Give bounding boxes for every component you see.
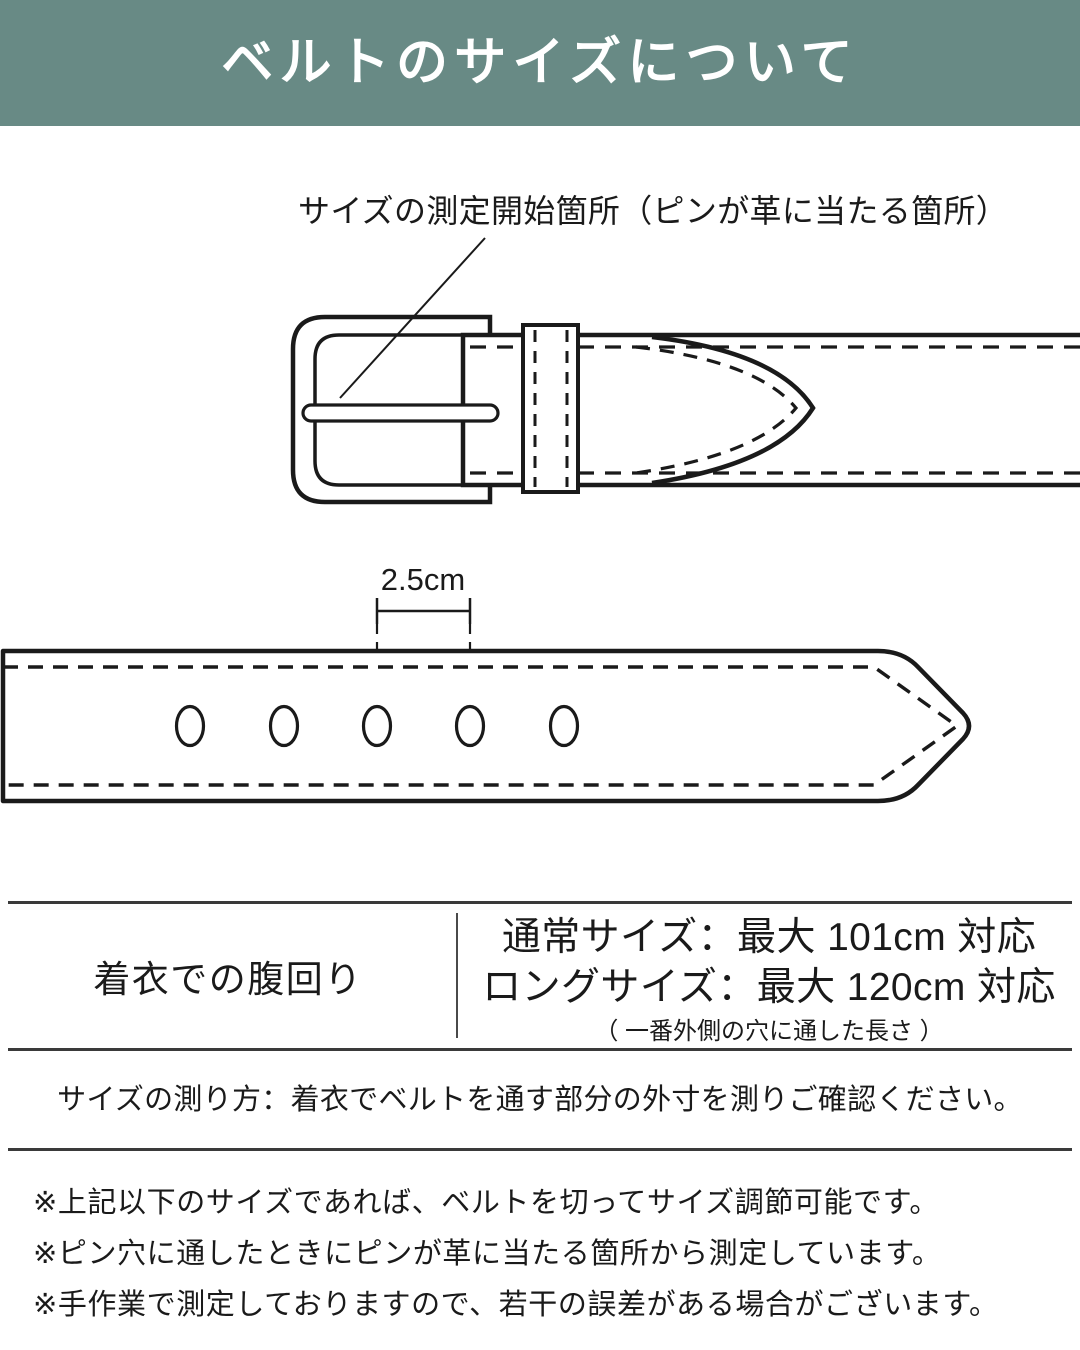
header-banner: ベルトのサイズについて: [0, 0, 1080, 126]
buckle-frame: [290, 314, 493, 505]
belt-keeper: [521, 323, 580, 494]
size-table-label: 着衣での腹回り: [93, 958, 363, 1000]
belt-tip-stitch: [635, 345, 799, 475]
long-size-value: ロングサイズ：最大 120cm 対応: [482, 966, 1056, 1009]
belt-holes-diagram: 2.5cm: [0, 562, 972, 804]
divider-top: [8, 901, 1072, 904]
buckle-opening: [313, 333, 465, 487]
belt-body-stitch: [3, 665, 959, 787]
buckle-pin: [301, 403, 500, 423]
divider-middle: [8, 1048, 1072, 1051]
divider-bottom: [8, 1148, 1072, 1151]
belt-hole-5: [548, 704, 580, 748]
size-table-vertical-divider: [456, 913, 458, 1038]
pin-annotation-label: サイズの測定開始箇所（ピンが革に当たる箇所）: [298, 193, 1009, 229]
footnote-1: ※上記以下のサイズであれば、ベルトを切ってサイズ調節可能です。: [33, 1187, 939, 1219]
belt-hole-1: [174, 704, 206, 748]
belt-tip-outline: [651, 334, 816, 486]
footnote-3: ※手作業で測定しておりますので、若干の誤差がある場合がございます。: [33, 1289, 999, 1321]
regular-size-value: 通常サイズ：最大 101cm 対応: [501, 916, 1037, 959]
annotation-pointer-line: [339, 237, 486, 399]
belt-hole-2: [268, 704, 300, 748]
belt-buckle-diagram: [290, 237, 1080, 505]
size-table-values: 通常サイズ：最大 101cm 対応 ロングサイズ：最大 120cm 対応 （ 一…: [458, 913, 1080, 1047]
page-title: ベルトのサイズについて: [221, 34, 859, 92]
footnote-2: ※ピン穴に通したときにピンが革に当たる箇所から測定しています。: [33, 1238, 942, 1270]
hole-spacing-label: 2.5cm: [381, 562, 465, 597]
belt-body: [0, 648, 972, 804]
belt-hole-4: [454, 704, 486, 748]
measuring-instruction: サイズの測り方：着衣でベルトを通す部分の外寸を測りご確認ください。: [57, 1084, 1023, 1116]
size-sub-note: （ 一番外側の穴に通した長さ ）: [594, 1018, 944, 1045]
belt-hole-3: [361, 704, 393, 748]
footnotes: ※上記以下のサイズであれば、ベルトを切ってサイズ調節可能です。 ※ピン穴に通した…: [33, 1178, 1053, 1331]
